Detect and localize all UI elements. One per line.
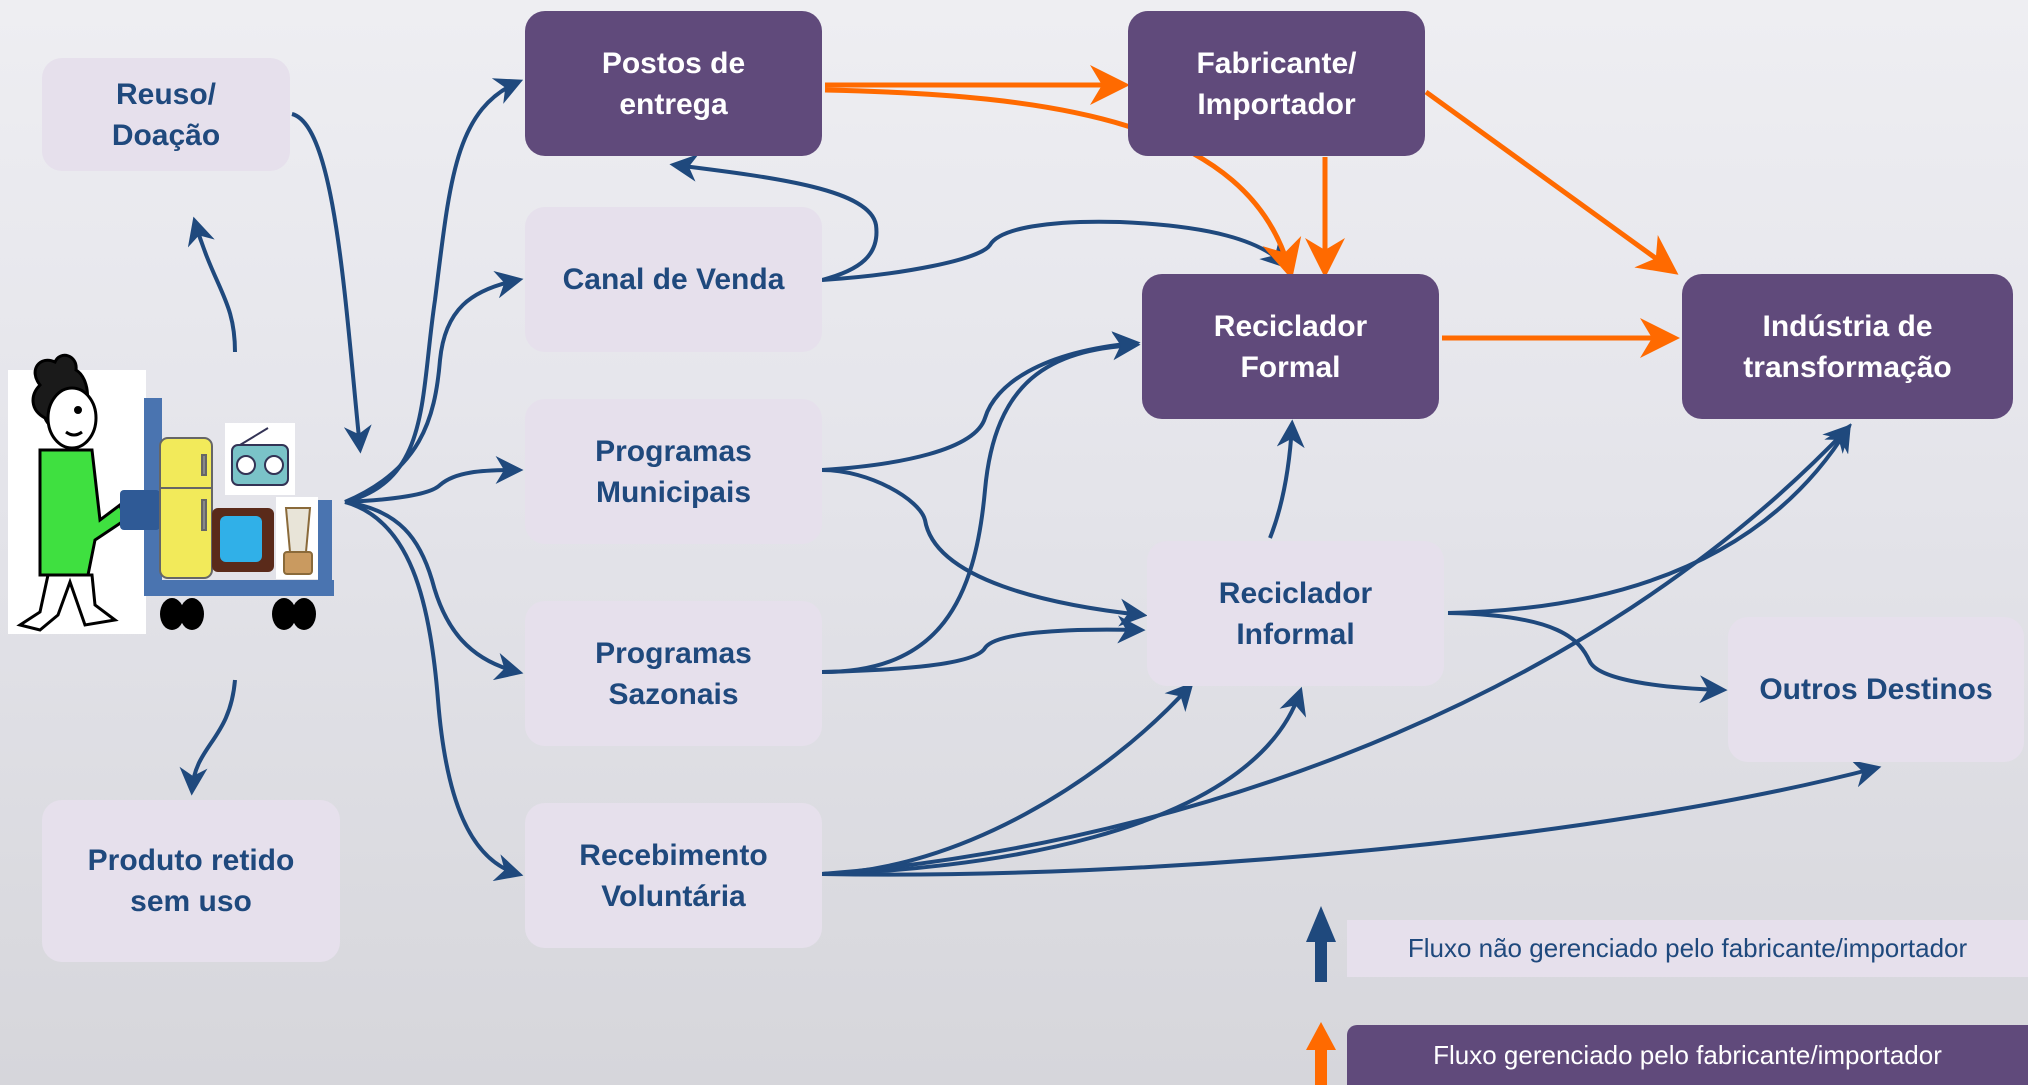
legend-unmanaged-flow: Fluxo não gerenciado pelo fabricante/imp… (1347, 920, 2028, 977)
node-programas-municipais: Programas Municipais (525, 399, 822, 544)
managed-fabricante-to-industria (1424, 89, 1679, 275)
flow-to-produto-retido (179, 679, 237, 796)
legend-arrow-unmanaged-icon (1306, 906, 1336, 982)
radio-icon (225, 423, 295, 495)
flow-municipais-to-informal (821, 468, 1148, 627)
person-figure (16, 353, 127, 632)
node-produto-retido: Produto retido sem uso (42, 800, 340, 962)
node-recebimento-voluntaria: Recebimento Voluntária (525, 803, 822, 948)
flow-recebimento-to-outros (821, 760, 1882, 877)
node-fabricante-importador: Fabricante/ Importador (1128, 11, 1425, 156)
flow-municipais-to-formal (821, 331, 1141, 472)
legend-managed-flow: Fluxo gerenciado pelo fabricante/importa… (1347, 1025, 2028, 1085)
fridge-icon (159, 437, 213, 579)
managed-postos-to-formal (824, 87, 1302, 280)
flow-cart-to-canal (344, 270, 524, 504)
node-reuso-doacao: Reuso/ Doação (42, 58, 290, 171)
blender-icon (276, 497, 318, 579)
node-reciclador-formal: Reciclador Formal (1142, 274, 1439, 419)
flow-cart-to-recebimento (344, 500, 524, 882)
flow-cart-to-postos (344, 78, 524, 504)
person-pushing-cart-illustration (8, 353, 334, 634)
flow-sazonais-to-informal (821, 615, 1146, 674)
node-outros-destinos: Outros Destinos (1728, 617, 2024, 762)
flow-recebimento-to-informal (821, 686, 1307, 876)
cart-frame (120, 398, 334, 596)
node-reciclador-informal: Reciclador Informal (1147, 541, 1444, 686)
flow-sazonais-to-formal (821, 332, 1141, 674)
flow-informal-to-industria (1447, 423, 1851, 615)
flow-to-reuso (187, 216, 237, 353)
flow-canal-to-formal (821, 219, 1289, 282)
node-programas-sazonais: Programas Sazonais (525, 601, 822, 746)
flow-cart-to-sazonais (344, 500, 524, 681)
flow-recebimento-to-industria (821, 423, 1852, 876)
node-postos-de-entrega: Postos de entrega (525, 11, 822, 156)
flow-informal-to-outros (1447, 611, 1728, 704)
flow-recebimento-to-formal-via-informal (821, 681, 1194, 876)
flow-reuso-to-cart (291, 112, 372, 454)
flow-canal-to-postos (669, 153, 879, 282)
flow-informal-to-formal (1268, 419, 1305, 539)
node-industria-de-transformacao: Indústria de transformação (1682, 274, 2013, 419)
tv-icon (212, 508, 274, 572)
node-canal-de-venda: Canal de Venda (525, 207, 822, 352)
flow-cart-to-municipais (344, 456, 524, 504)
legend-arrow-managed-icon (1306, 1022, 1336, 1085)
